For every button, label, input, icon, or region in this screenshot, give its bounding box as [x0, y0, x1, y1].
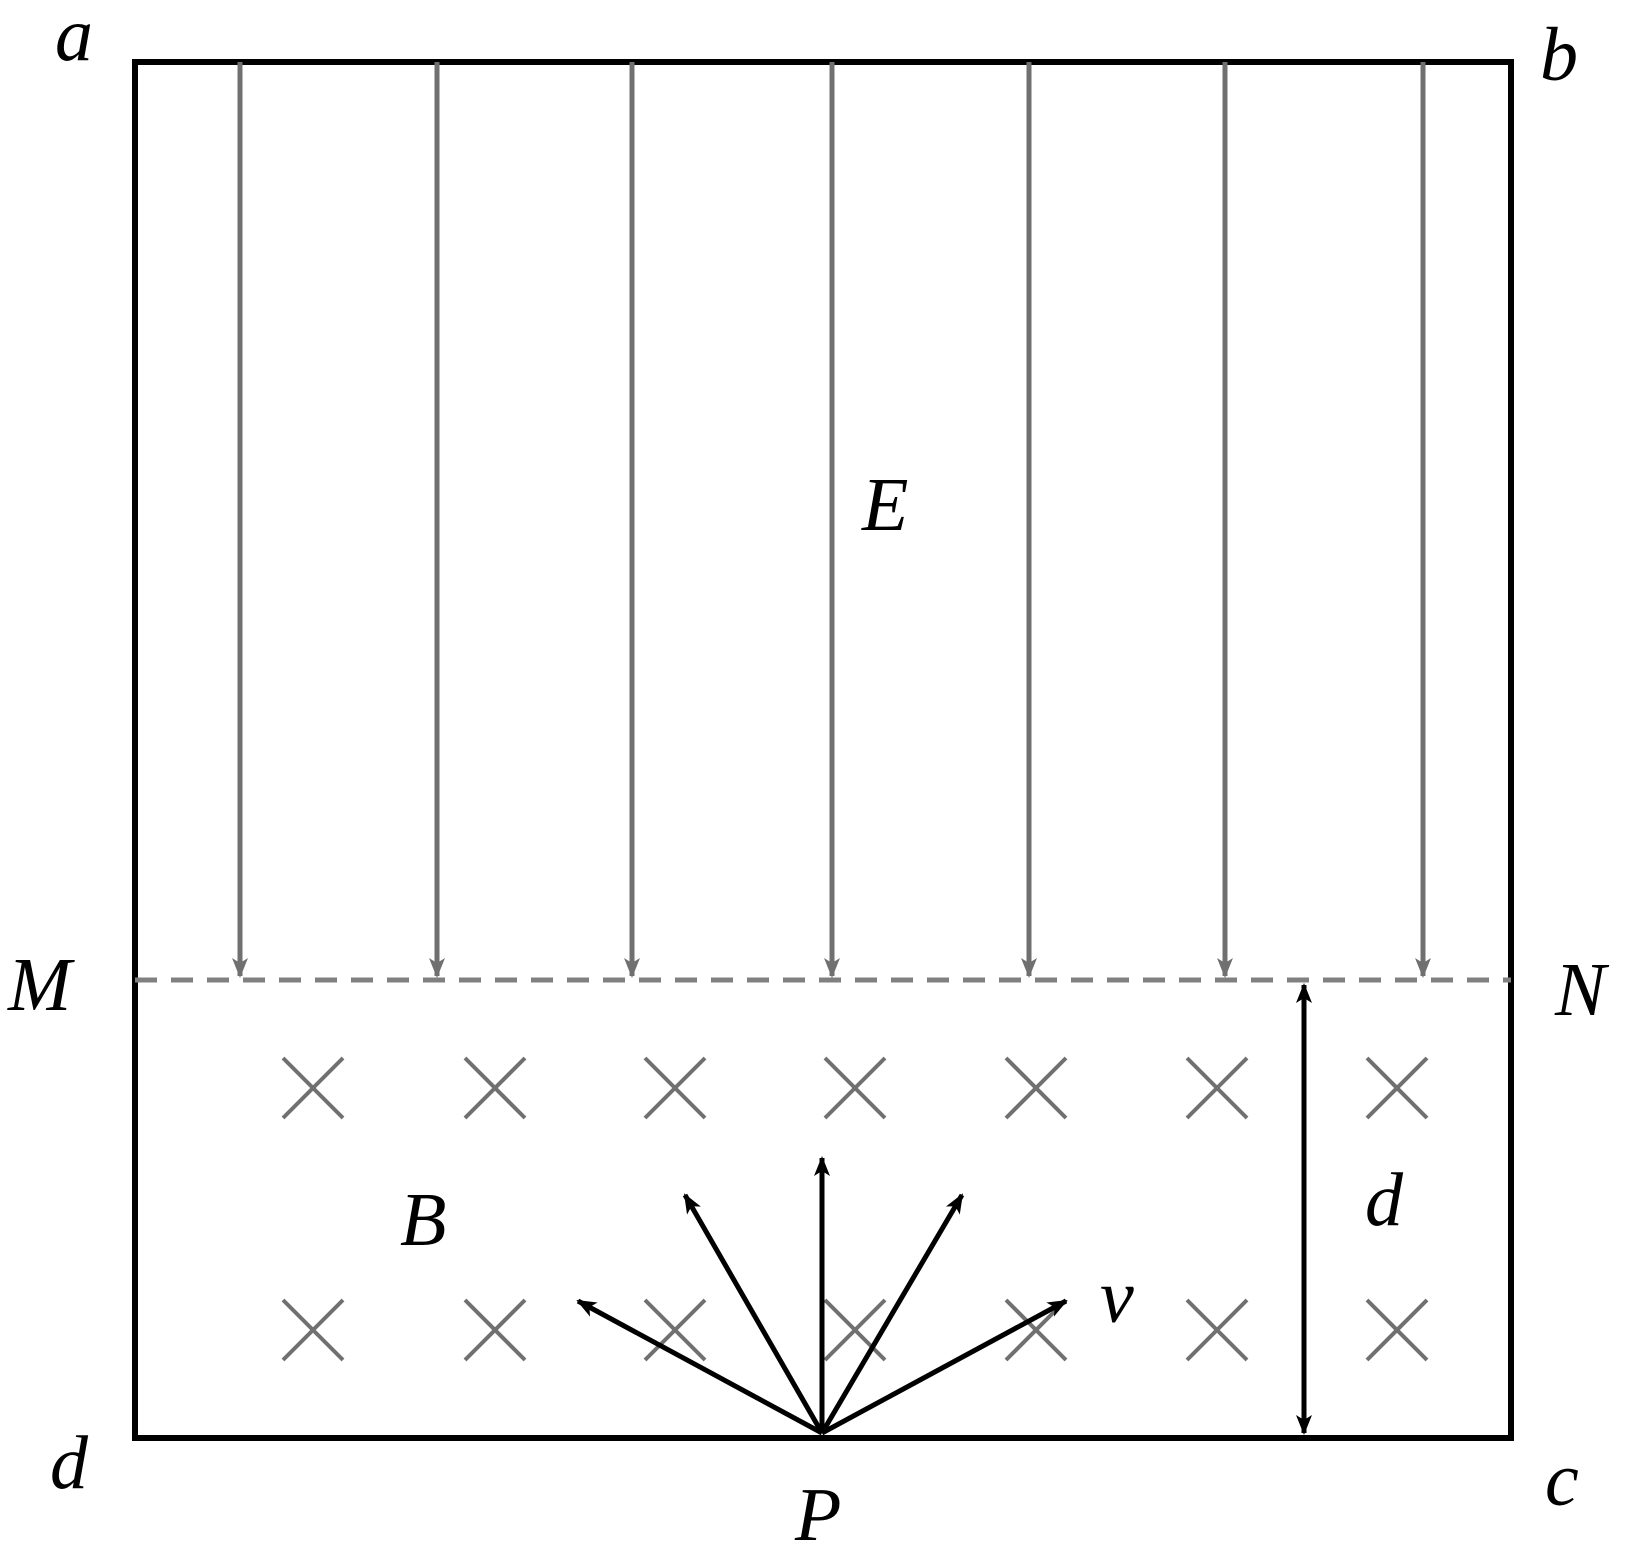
corner-label-d: d: [50, 1421, 89, 1505]
boundary-label-n: N: [1554, 948, 1610, 1032]
velocity-arrows: [576, 1156, 1068, 1436]
velocity-label: v: [1100, 1255, 1134, 1339]
velocity-arrow-2: [682, 1193, 825, 1435]
b-field-cross-8: [281, 1298, 345, 1362]
b-field-cross-2: [463, 1056, 527, 1120]
b-field-cross-9: [463, 1298, 527, 1362]
b-field-cross-5: [1004, 1056, 1068, 1120]
magnetic-field-label: B: [400, 1178, 446, 1262]
boundary-label-m: M: [7, 943, 75, 1027]
velocity-arrow-1: [576, 1298, 824, 1436]
b-field-cross-4: [823, 1056, 887, 1120]
region-frame: [132, 59, 1514, 1441]
b-field-cross-1: [281, 1056, 345, 1120]
distance-label: d: [1365, 1158, 1404, 1242]
point-label-p: P: [794, 1473, 841, 1551]
corner-label-b: b: [1540, 13, 1578, 97]
velocity-arrow-5: [820, 1298, 1068, 1436]
b-field-cross-13: [1185, 1298, 1249, 1362]
electric-field-lines: [232, 62, 1431, 978]
b-field-cross-10: [643, 1298, 707, 1362]
b-field-cross-14: [1365, 1298, 1429, 1362]
corner-label-a: a: [55, 0, 93, 77]
velocity-arrow-4: [819, 1193, 965, 1435]
electric-field-label: E: [861, 463, 908, 547]
b-field-cross-3: [643, 1056, 707, 1120]
b-field-cross-6: [1185, 1056, 1249, 1120]
corner-label-c: c: [1545, 1438, 1579, 1522]
b-field-cross-11: [823, 1298, 887, 1362]
b-field-cross-7: [1365, 1056, 1429, 1120]
magnetic-field-marks: [281, 1056, 1429, 1362]
